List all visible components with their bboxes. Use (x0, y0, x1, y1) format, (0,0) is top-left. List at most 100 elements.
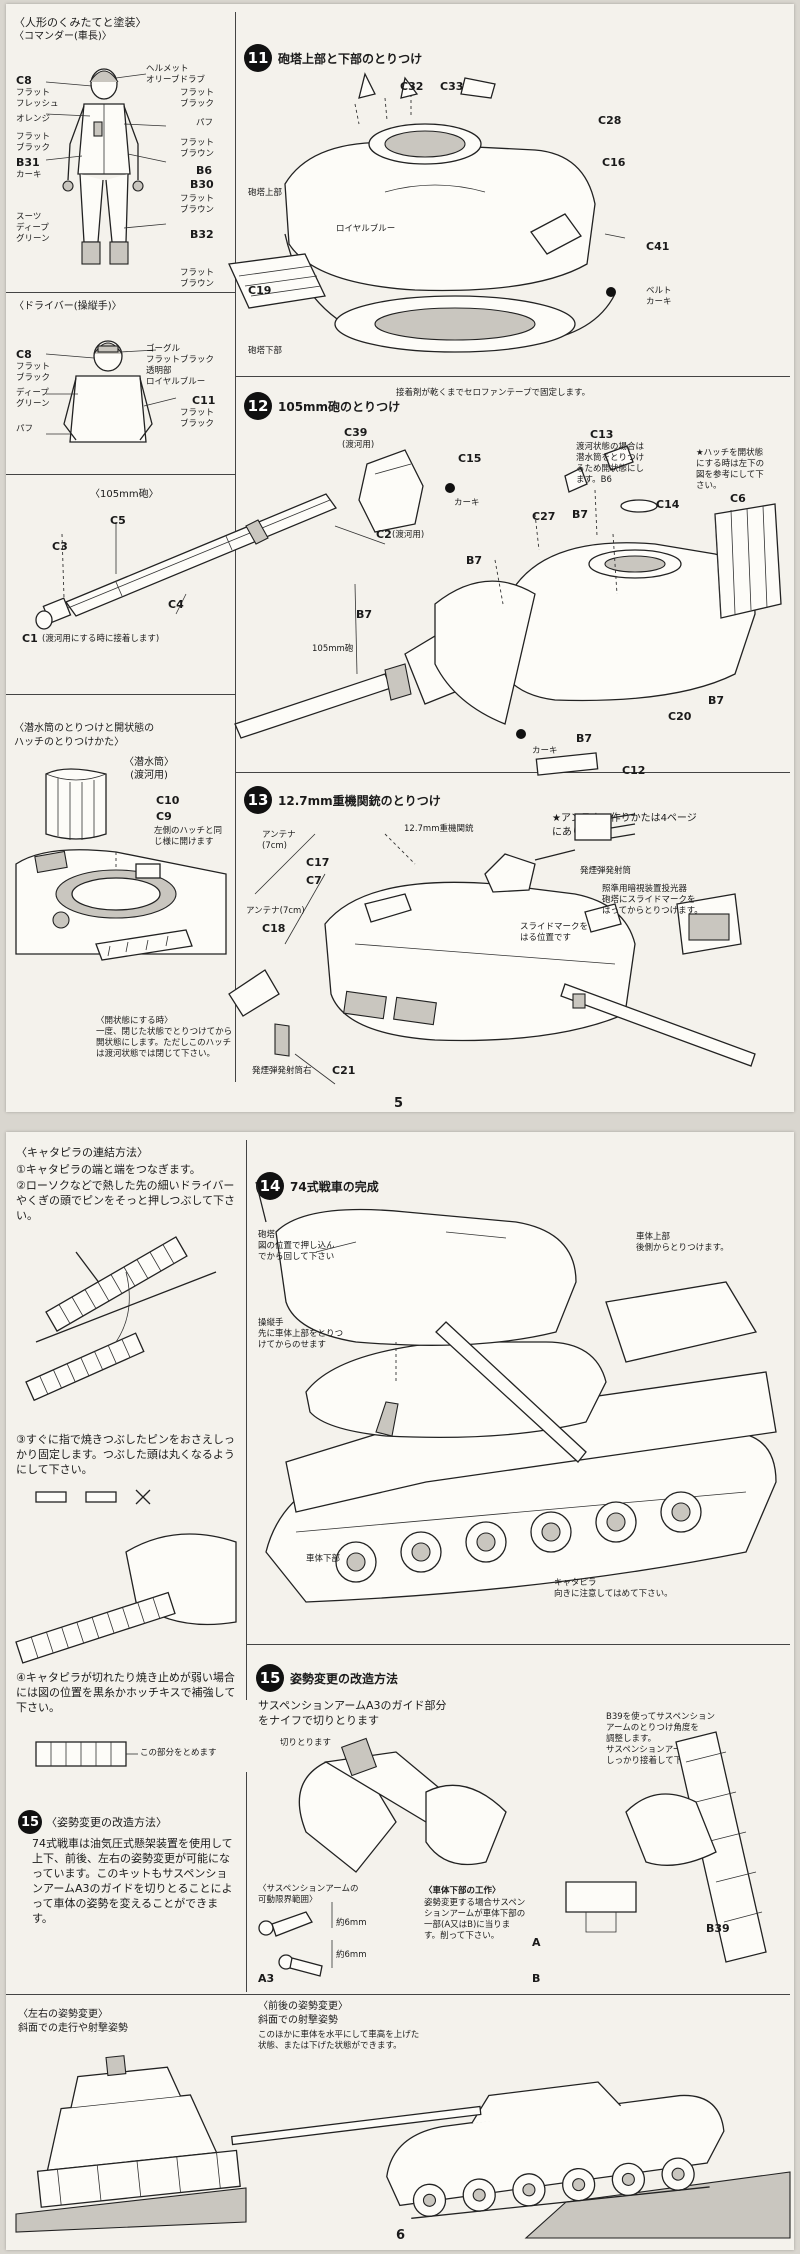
open-state-note: 〈開状態にする時〉 一度、閉じた状態でとりつけてから 開状態にします。ただしこの… (96, 1016, 233, 1059)
dim1: 約6mm (336, 1918, 367, 1928)
driver-label-flat-black-r: フラット ブラック (180, 408, 215, 429)
sensor-note: 照準用暗視装置投光器 砲塔にスライドマークを はってからとりつけます。 (602, 884, 703, 916)
snorkel-title: 〈潜水筒のとりつけと開状態の ハッチのとりつけかた〉 (14, 723, 155, 748)
fix-note: この部分をとめます (140, 1748, 217, 1758)
pitch-subtitle: 斜面での射撃姿勢 (258, 2015, 338, 2026)
label-flat-black: フラット ブラック (16, 132, 51, 153)
page-number: 5 (394, 1096, 404, 1111)
hull-upper-note: 車体上部 後側からとりつけます。 (636, 1232, 729, 1253)
label-b7-e: B7 (576, 732, 593, 745)
b39-note: B39を使ってサスペンション アームのとりつけ角度を 調整します。 サスペンショ… (606, 1712, 715, 1766)
suspension-mod-diagram (258, 1731, 767, 1977)
label-b7-d: B7 (708, 694, 725, 707)
driver-figure (45, 340, 177, 443)
track-reinforce-diagram (35, 1741, 138, 1767)
column-divider (246, 1772, 247, 1992)
mg-label: 12.7mm重機関銃 (404, 824, 474, 834)
label-c16: C16 (602, 156, 626, 169)
driver-label-flat-black: フラット ブラック (16, 362, 51, 383)
step-15-left-badge: 15 (18, 1810, 42, 1834)
driver-label-c11: C11 (192, 394, 216, 407)
label-c8-color: フラット フレッシュ (16, 88, 59, 109)
posture-left-title: 〈姿勢変更の改造方法〉 (46, 1816, 167, 1829)
commander-title: 〈コマンダー(車長)〉 (14, 31, 112, 42)
label-c14: C14 (656, 498, 680, 511)
label-b7-b: B7 (466, 554, 483, 567)
slide-mark-note: スライドマークを はる位置です (520, 922, 589, 943)
smoke-launcher-right-label: 発煙弾発射筒右 (252, 1066, 312, 1076)
hatch-note: ★ハッチを開状態 にする時は左下の 図を参考にして下 さい。 (696, 448, 765, 491)
tank-assembly-diagram (255, 1181, 777, 1603)
label-c4: C4 (168, 598, 184, 611)
label-puff: パフ (196, 118, 214, 128)
label-c6: C6 (730, 492, 746, 505)
royal-blue-label: ロイヤルブルー (336, 224, 396, 234)
step-11-badge: 11 (244, 44, 272, 72)
turret-note: 砲塔 図の位置で押し込ん でから回して下さい (258, 1230, 335, 1262)
cut-intro: サスペンションアームA3のガイド部分 をナイフで切りとります (258, 1699, 447, 1727)
antenna-label: アンテナ (7cm) (262, 830, 296, 851)
antenna2-label: アンテナ(7cm) (246, 906, 305, 916)
driver-label-goggles: ゴーグル フラットブラック 透明部 ロイヤルブルー (146, 344, 215, 387)
dim2: 約6mm (336, 1950, 367, 1960)
label-khaki: カーキ (16, 170, 42, 180)
label-c28: C28 (598, 114, 622, 127)
snorkel-diagram (15, 768, 227, 961)
label-c12: C12 (622, 764, 646, 777)
track-pin-diagram (15, 1489, 237, 1664)
c39-note: (渡河用) (342, 440, 375, 450)
smoke-launcher-label: 発煙弾発射筒 (580, 866, 632, 876)
track-note: キャタピラ 向きに注意してはめて下さい。 (554, 1578, 673, 1599)
label-c33: C33 (440, 80, 464, 93)
label-c20: C20 (668, 710, 692, 723)
label-b30: B30 (190, 178, 214, 191)
label-c41: C41 (646, 240, 670, 253)
label-b: B (532, 1972, 541, 1985)
turret-assembly-diagram (228, 72, 626, 353)
c13-note: 渡河状態の場合は 潜水筒をとりつけ るため開状態にし ます。B6 (576, 442, 645, 485)
label-orange: オレンジ (16, 114, 51, 124)
column-divider (246, 1140, 247, 1700)
step-15-badge: 15 (256, 1664, 284, 1692)
label-b7-a: B7 (572, 508, 589, 521)
label-b31: B31 (16, 156, 40, 169)
label-c2: C2 (376, 528, 392, 541)
label-helmet: ヘルメット オリーブドラブ (146, 64, 205, 85)
posture-left-body: 74式戦車は油気圧式懸架装置を使用して上下、前後、左右の姿勢変更が可能になってい… (32, 1837, 233, 1925)
c1-note: (渡河用にする時に接着します) (42, 634, 160, 644)
snorkel-note: 左側のハッチと同 じ様に開けます (154, 826, 223, 847)
hull-work-body: 姿勢変更する場合サスペン ションアームが車体下部の 一部(A又はB)に当りま す… (424, 1898, 526, 1941)
label-flat-black-r: フラット ブラック (180, 88, 215, 109)
track-link-diagram (25, 1236, 217, 1402)
snorkel-subtitle: 〈潜水筒〉 (渡河用) (124, 757, 174, 781)
label-c32: C32 (400, 80, 424, 93)
label-a: A (532, 1936, 541, 1949)
driver-label-c8: C8 (16, 348, 32, 361)
label-c18: C18 (262, 922, 286, 935)
track-title: 〈キャタピラの連結方法〉 (16, 1146, 148, 1159)
c2-note: (渡河用) (392, 530, 425, 540)
pitch-body: このほかに車体を水平にして車高を上げた 状態、または下げた状態ができます。 (258, 2030, 420, 2051)
section-divider (6, 474, 235, 475)
label-c19: C19 (248, 284, 272, 297)
driver-title: 〈ドライバー(操縦手)〉 (14, 301, 122, 312)
step-13-title: 12.7mm重機関銃のとりつけ (278, 794, 441, 808)
page-6: 〈キャタピラの連結方法〉 ①キャタピラの端と端をつなぎます。 ②ローソクなどで熱… (6, 1132, 794, 2250)
label-c27: C27 (532, 510, 556, 523)
section-divider (246, 1644, 790, 1645)
gun-105-title: 〈105mm砲〉 (90, 489, 159, 500)
label-c1: C1 (22, 632, 38, 645)
label-b7-c: B7 (356, 608, 373, 621)
label-b32: B32 (190, 228, 214, 241)
turret-upper-label: 砲塔上部 (248, 188, 283, 198)
gun-105-diagram (35, 493, 338, 630)
driver-label-deep-green: ディープ グリーン (16, 388, 50, 409)
tilt-title: 〈左右の姿勢変更〉 (18, 2009, 108, 2020)
label-c17: C17 (306, 856, 330, 869)
section-divider (6, 694, 235, 695)
label-flat-brown: フラット ブラウン (180, 138, 215, 159)
step-15-title: 姿勢変更の改造方法 (290, 1672, 399, 1686)
step-14-title: 74式戦車の完成 (290, 1180, 379, 1194)
label-c5: C5 (110, 514, 126, 527)
label-suits: スーツ ディープ グリーン (16, 212, 50, 244)
